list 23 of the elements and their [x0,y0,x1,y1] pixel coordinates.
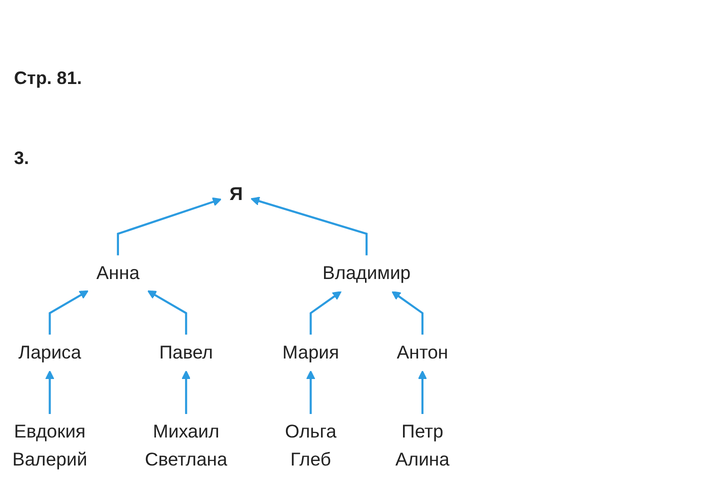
arrow [392,291,424,335]
node-text: Павел [159,342,214,363]
arrow [116,197,222,256]
node-text: Я [229,183,243,204]
node-text: Мария [282,342,340,363]
arrow [250,196,368,256]
node-text: Анна [96,262,140,284]
page-heading: Стр. 81. [14,68,82,89]
task-number: 3. [14,148,30,169]
arrow [182,370,191,414]
arrow [147,290,188,335]
arrow [310,291,342,335]
arrow [418,370,427,414]
node-text: Петр Алина [395,421,450,470]
node-text: Ольга Глеб [285,421,336,470]
node-text: Евдокия Валерий [12,421,88,470]
node-text: Антон [396,342,448,363]
arrow [306,370,316,414]
node-text: Владимир [322,262,411,284]
arrow [48,290,89,335]
node-text: Михаил Светлана [144,421,228,470]
arrow [45,370,54,414]
node-text: Лариса [18,342,82,363]
